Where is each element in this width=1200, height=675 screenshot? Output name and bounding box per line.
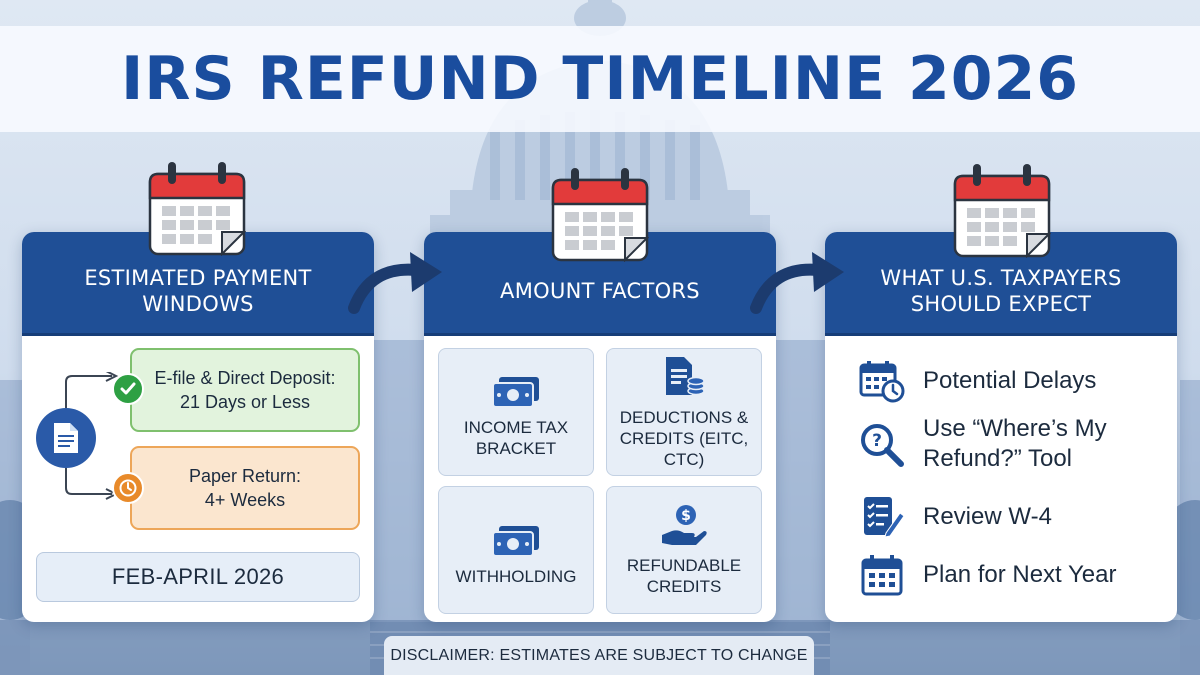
amount-factors-heading: AMOUNT FACTORS <box>500 278 700 303</box>
document-coins-icon <box>662 355 706 399</box>
tip-potential-delays: Potential Delays <box>857 356 1096 406</box>
factor-label: INCOME TAX BRACKET <box>463 418 569 458</box>
expectations-heading: WHAT U.S. TAXPAYERS SHOULD EXPECT <box>880 265 1122 316</box>
tip-review-w4: Review W-4 <box>857 492 1052 542</box>
paper-option-box: Paper Return: 4+ Weeks <box>130 446 360 530</box>
check-icon <box>112 373 144 405</box>
amount-factors-card: AMOUNT FACTORS INCOME TAX BRACKET <box>424 232 776 622</box>
factor-deductions-credits: DEDUCTIONS & CREDITS (EITC, CTC) <box>606 348 762 476</box>
tip-label: Potential Delays <box>923 367 1097 394</box>
paper-duration: 4+ Weeks <box>204 490 286 510</box>
efile-duration: 21 Days or Less <box>179 392 311 412</box>
document-icon <box>36 408 96 468</box>
tip-label: Plan for Next Year <box>923 561 1117 588</box>
tip-plan-next-year: Plan for Next Year <box>857 550 1116 600</box>
payment-windows-card: ESTIMATED PAYMENT WINDOWS E-file & Direc… <box>22 232 374 622</box>
calendar-icon <box>953 164 1051 258</box>
svg-text:?: ? <box>872 431 882 451</box>
tip-label: Use “Where’s My Refund?” Tool <box>923 415 1107 472</box>
efile-option-box: E-file & Direct Deposit: 21 Days or Less <box>130 348 360 432</box>
factor-refundable-credits: $ REFUNDABLE CREDITS <box>606 486 762 614</box>
factor-label: DEDUCTIONS & CREDITS (EITC, CTC) <box>619 407 749 469</box>
calendar-icon <box>148 162 246 256</box>
cash-icon <box>491 365 541 409</box>
arrow-right-icon <box>348 252 442 314</box>
factor-income-tax-bracket: INCOME TAX BRACKET <box>438 348 594 476</box>
factor-label: REFUNDABLE CREDITS <box>626 556 742 596</box>
date-range: FEB-APRIL 2026 <box>111 564 285 589</box>
paper-label: Paper Return: <box>188 466 302 486</box>
efile-label: E-file & Direct Deposit: <box>154 368 336 388</box>
payment-windows-heading: ESTIMATED PAYMENT WINDOWS <box>84 265 312 316</box>
cash-icon <box>491 514 541 558</box>
checklist-pen-icon <box>857 492 907 542</box>
arrow-right-icon <box>750 252 844 314</box>
expectations-header: WHAT U.S. TAXPAYERS SHOULD EXPECT <box>825 232 1177 336</box>
clock-icon <box>112 472 144 504</box>
factor-withholding: WITHHOLDING <box>438 486 594 614</box>
tip-wheres-my-refund: ? Use “Where’s My Refund?” Tool <box>857 414 1149 474</box>
title-banner: IRS REFUND TIMELINE 2026 <box>0 26 1200 132</box>
flow-connector <box>65 372 119 500</box>
tip-label: Review W-4 <box>923 503 1052 530</box>
disclaimer-banner: DISCLAIMER: ESTIMATES ARE SUBJECT TO CHA… <box>384 636 814 675</box>
expectations-card: WHAT U.S. TAXPAYERS SHOULD EXPECT Potent… <box>825 232 1177 622</box>
date-range-box: FEB-APRIL 2026 <box>36 552 360 602</box>
hand-coin-icon: $ <box>660 503 708 547</box>
magnifier-question-icon: ? <box>857 420 907 470</box>
calendar-icon <box>857 550 907 600</box>
svg-text:$: $ <box>681 508 691 524</box>
factor-label: WITHHOLDING <box>455 566 577 586</box>
disclaimer-text: DISCLAIMER: ESTIMATES ARE SUBJECT TO CHA… <box>390 646 808 664</box>
page-title: IRS REFUND TIMELINE 2026 <box>120 44 1079 114</box>
calendar-icon <box>551 168 649 262</box>
calendar-clock-icon <box>857 356 907 406</box>
